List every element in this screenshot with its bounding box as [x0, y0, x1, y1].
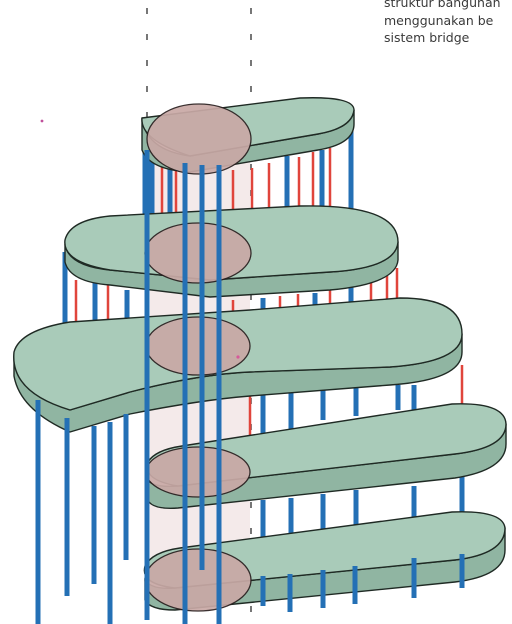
caption-line-2: menggunakan be — [384, 12, 494, 28]
caption-line-3: sistem bridge — [384, 30, 470, 45]
caption-text: struktur bangunan menggunakan be sistem … — [384, 0, 512, 47]
core-disk-2 — [144, 222, 252, 284]
core-disk-1 — [146, 103, 252, 175]
front-columns — [35, 150, 465, 624]
core-disks — [144, 103, 252, 612]
core-disk-5 — [144, 548, 252, 612]
core-disk-4 — [145, 446, 251, 498]
marker-dot — [236, 355, 240, 359]
caption-line-1: struktur bangunan — [384, 0, 501, 10]
core-disk-3 — [145, 316, 251, 376]
marker-dot — [40, 119, 44, 123]
